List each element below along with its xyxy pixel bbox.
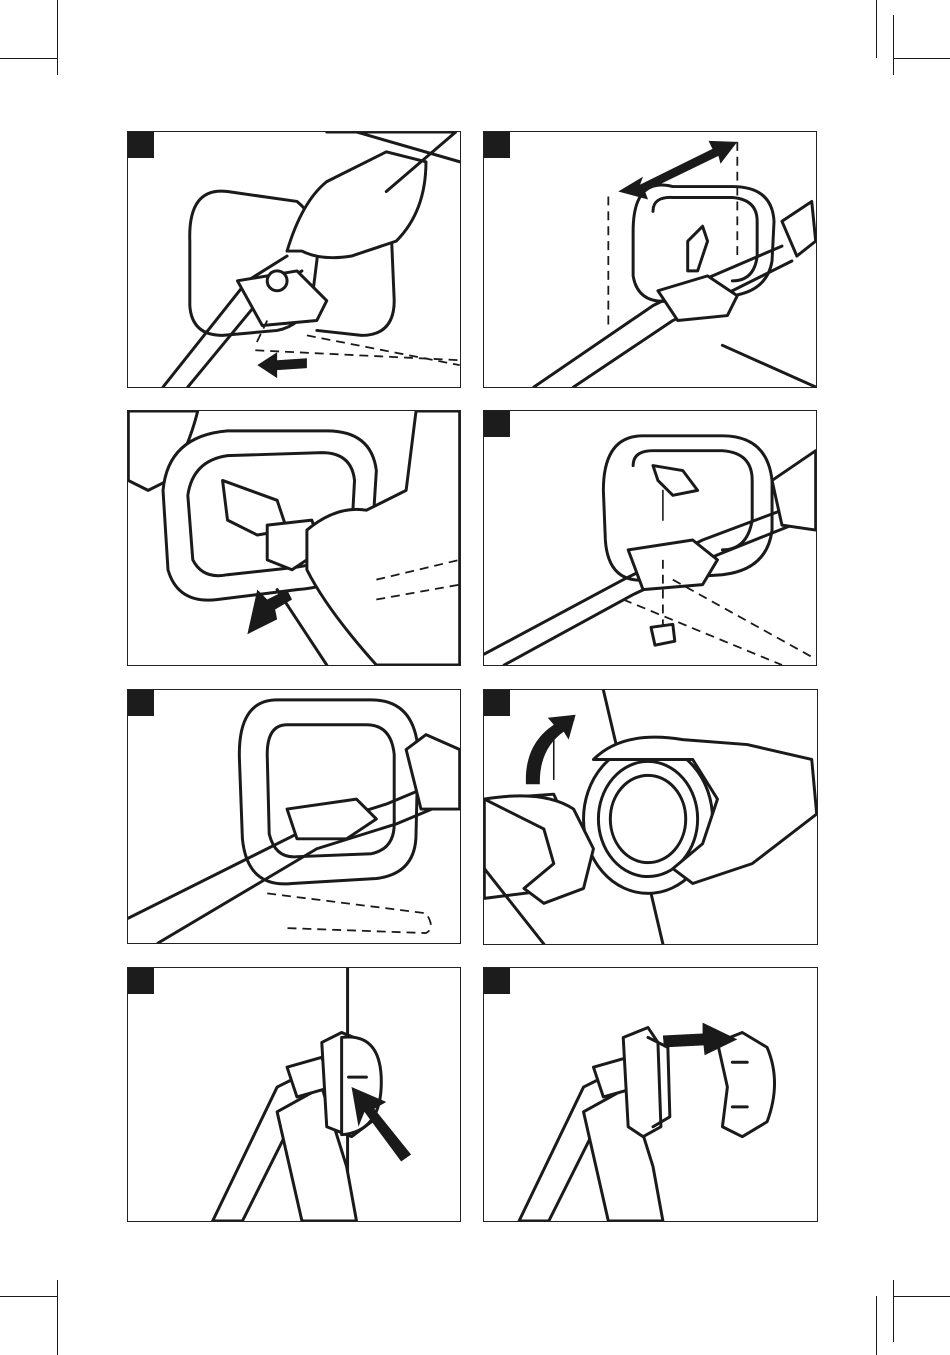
figure-panel-1	[127, 131, 461, 388]
handle-bracket-press-illustration	[128, 411, 460, 665]
figure-panel-2	[483, 131, 817, 388]
figure-panel-8	[483, 967, 818, 1222]
spool-unscrew-illustration	[484, 690, 817, 944]
handle-slide-onto-shaft-illustration	[128, 132, 460, 387]
figure-panel-6	[483, 689, 818, 945]
figure-panel-3	[127, 410, 461, 666]
spool-remove-illustration	[484, 968, 817, 1221]
handle-position-adjust-illustration	[484, 132, 816, 387]
handle-fixed-illustration	[128, 690, 460, 943]
figure-panel-7	[127, 967, 461, 1222]
handle-bolt-insert-illustration	[484, 411, 816, 665]
figure-panel-5	[127, 689, 461, 944]
spool-tab-press-illustration	[128, 968, 460, 1221]
figure-panel-4	[483, 410, 817, 666]
